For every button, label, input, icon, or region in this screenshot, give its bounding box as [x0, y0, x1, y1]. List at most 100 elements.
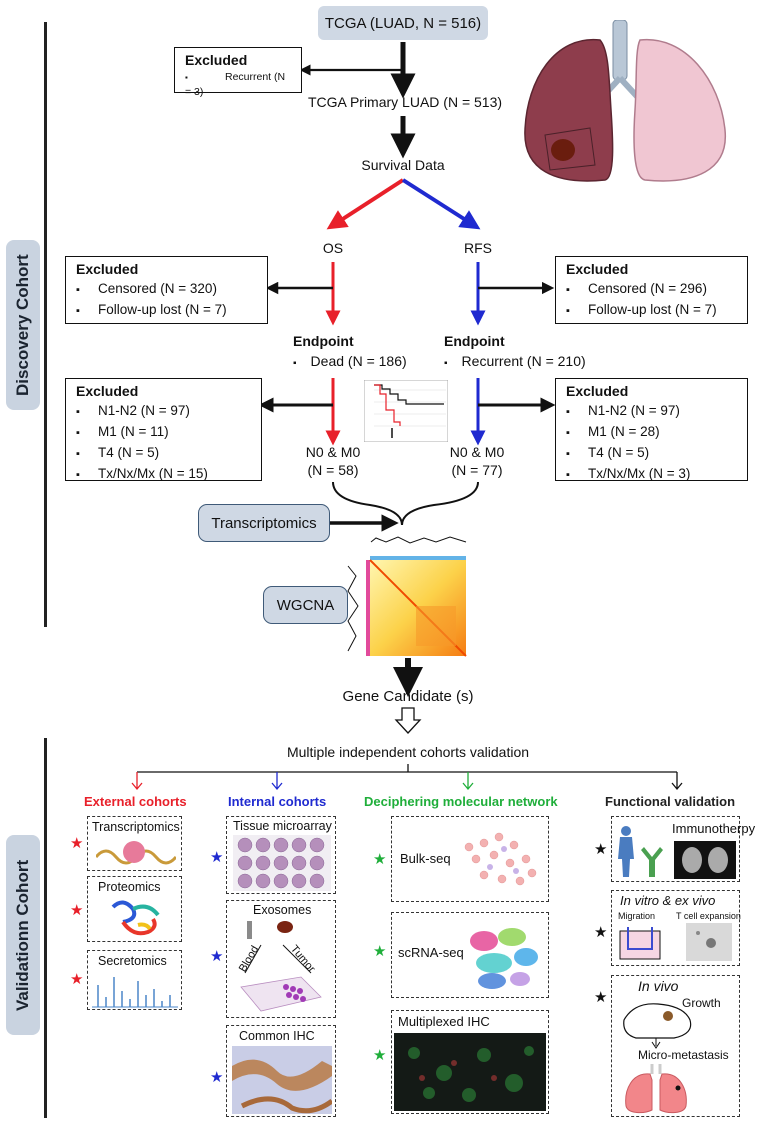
- bulk-seq-network: [464, 832, 537, 886]
- validation-bracket-line: [44, 738, 47, 1118]
- rfs-label: RFS: [464, 240, 492, 256]
- excluded-item: Censored (N = 296): [566, 279, 737, 300]
- star-icon: ★: [210, 1069, 224, 1086]
- tissue-microarray-icon: [233, 835, 331, 891]
- survival-curve-thumbnail: [364, 380, 448, 442]
- excluded-item: Tx/Nx/Mx (N = 15): [76, 464, 251, 485]
- multiplexed-ihc-card: Multiplexed IHC: [391, 1010, 549, 1114]
- mouse-lung-illustration: [623, 1003, 692, 1114]
- star-icon: ★: [210, 948, 224, 965]
- excluded-item: M1 (N = 11): [76, 422, 251, 443]
- excluded-item: Follow-up lost (N = 7): [76, 300, 257, 321]
- internal-cohorts-title: Internal cohorts: [228, 794, 327, 809]
- protein-structure-icon: [111, 900, 160, 936]
- endpoint-os-title: Endpoint: [293, 333, 354, 349]
- bulk-seq-card: Bulk-seq: [391, 816, 549, 902]
- excluded-item: N1-N2 (N = 97): [566, 401, 737, 422]
- n0m0-rfs-label: N0 & M0 (N = 77): [441, 443, 513, 479]
- n0m0-os-label: N0 & M0 (N = 58): [297, 443, 369, 479]
- excluded-rfs-stage-box: Excluded N1-N2 (N = 97) M1 (N = 28) T4 (…: [555, 378, 748, 481]
- primary-luad-label: TCGA Primary LUAD (N = 513): [307, 94, 503, 110]
- excluded-item: Tx/Nx/Mx (N = 3): [566, 464, 737, 485]
- tsne-plot: [470, 928, 538, 989]
- gene-candidate-label: Gene Candidate (s): [342, 688, 474, 705]
- discovery-bracket-line: [44, 22, 47, 627]
- star-icon: ★: [373, 943, 387, 960]
- excluded-item: T4 (N = 5): [76, 443, 251, 464]
- external-transcriptomics-card: Transcriptomics: [87, 816, 182, 871]
- tcga-luad-pill: TCGA (LUAD, N = 516): [318, 6, 488, 40]
- multiple-validation-label: Multiple independent cohorts validation: [286, 744, 530, 760]
- card-label: Multiplexed IHC: [398, 1014, 490, 1029]
- excluded-title: Excluded: [76, 383, 139, 399]
- migration-assay-icons: [619, 923, 732, 961]
- ihc-tissue-image: [232, 1046, 332, 1114]
- external-proteomics-card: Proteomics: [87, 876, 182, 942]
- scrna-seq-card: scRNA-seq: [391, 912, 549, 998]
- endpoint-rfs-value: Recurrent (N = 210): [461, 353, 586, 369]
- internal-exosomes-card: Exosomes Blood Tumor: [226, 900, 336, 1018]
- wgcna-pill: WGCNA: [263, 586, 348, 624]
- card-label: Tissue microarray: [233, 819, 332, 833]
- n0m0-rfs-line2: (N = 77): [451, 462, 503, 478]
- in-vitro-card: In vitro & ex vivo Migration T cell expa…: [611, 890, 741, 966]
- growth-label: Growth: [682, 996, 721, 1010]
- card-label: Common IHC: [239, 1029, 315, 1043]
- external-secretomics-card: Secretomics: [87, 950, 182, 1010]
- card-label: Transcriptomics: [92, 820, 180, 834]
- functional-title: Functional validation: [605, 794, 736, 809]
- migration-label: Migration: [618, 911, 656, 921]
- excluded-item: M1 (N = 28): [566, 422, 737, 443]
- endpoint-os-item: ▪Dead (N = 186): [293, 353, 407, 369]
- star-icon: ★: [373, 851, 387, 868]
- excluded-title: Excluded: [566, 261, 629, 277]
- star-icon: ★: [210, 849, 224, 866]
- exosomes-illustration: [240, 921, 322, 1012]
- excluded-item: N1-N2 (N = 97): [76, 401, 251, 422]
- card-label: scRNA-seq: [398, 945, 464, 960]
- star-icon: ★: [594, 924, 608, 941]
- mass-spectrum-icon: [92, 977, 178, 1008]
- excluded-title: Excluded: [566, 383, 629, 399]
- external-cohorts-title: External cohorts: [84, 794, 187, 809]
- multiplexed-ihc-image: [394, 1033, 546, 1111]
- card-label: Proteomics: [98, 880, 161, 894]
- excluded-rfs-censored-box: Excluded Censored (N = 296) Follow-up lo…: [555, 256, 748, 324]
- star-icon: ★: [373, 1047, 387, 1064]
- star-icon: ★: [70, 902, 84, 919]
- n0m0-os-line2: (N = 58): [307, 462, 359, 478]
- card-label: In vitro & ex vivo: [620, 893, 716, 908]
- n0m0-rfs-line1: N0 & M0: [449, 444, 505, 460]
- excluded-item: T4 (N = 5): [566, 443, 737, 464]
- card-label: Secretomics: [98, 954, 167, 968]
- immunotherapy-icons: [618, 826, 736, 879]
- card-label: Exosomes: [253, 903, 312, 917]
- card-label: Bulk-seq: [400, 851, 451, 866]
- excluded-title: Excluded: [76, 261, 139, 277]
- star-icon: ★: [70, 835, 84, 852]
- os-label: OS: [322, 240, 344, 256]
- excluded-title: Excluded: [185, 52, 248, 68]
- card-label: Immunotherpy: [672, 821, 756, 836]
- star-icon: ★: [70, 971, 84, 988]
- immunotherapy-card: Immunotherpy: [611, 816, 755, 882]
- micro-metastasis-label: Micro-metastasis: [638, 1048, 729, 1062]
- tcell-expansion-label: T cell expansion: [676, 911, 741, 921]
- endpoint-rfs-title: Endpoint: [444, 333, 505, 349]
- excluded-item: Follow-up lost (N = 7): [566, 300, 737, 321]
- endpoint-rfs-item: ▪Recurrent (N = 210): [444, 353, 586, 369]
- star-icon: ★: [594, 841, 608, 858]
- wgcna-heatmap: [347, 536, 467, 657]
- lung-illustration: [524, 20, 726, 182]
- in-vivo-card: In vivo Growth Micro-metastasis: [611, 975, 740, 1117]
- internal-tissue-microarray-card: Tissue microarray: [226, 816, 336, 894]
- excluded-os-censored-box: Excluded Censored (N = 320) Follow-up lo…: [65, 256, 268, 324]
- excluded-item: Recurrent (N = 3): [185, 70, 291, 99]
- protein-rna-icon: [96, 841, 176, 865]
- network-title: Deciphering molecular network: [364, 794, 558, 809]
- excluded-os-stage-box: Excluded N1-N2 (N = 97) M1 (N = 11) T4 (…: [65, 378, 262, 481]
- transcriptomics-pill: Transcriptomics: [198, 504, 330, 542]
- card-label: In vivo: [638, 978, 679, 994]
- internal-common-ihc-card: Common IHC: [226, 1025, 336, 1117]
- survival-data-label: Survival Data: [361, 157, 445, 173]
